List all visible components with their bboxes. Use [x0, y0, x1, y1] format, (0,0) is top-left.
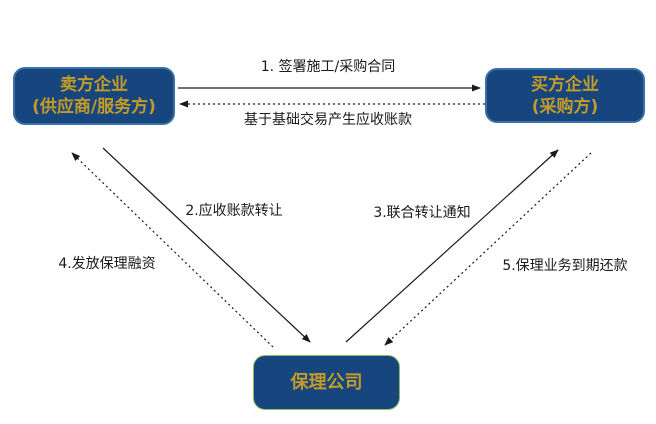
- factoring-company-node-line1: 保理公司: [290, 371, 363, 393]
- repayment-arrow-label: 5.保理业务到期还款: [502, 258, 628, 274]
- buyer-node: 买方企业 (采购方): [485, 68, 645, 123]
- repayment-arrow: [384, 152, 592, 346]
- transfer-arrow-label: 2.应收账款转让: [185, 203, 283, 219]
- buyer-node-line1: 买方企业: [531, 74, 599, 95]
- notice-arrow: [345, 149, 559, 343]
- seller-node-line1: 卖方企业: [60, 75, 128, 95]
- seller-node: 卖方企业 (供应商/服务方): [13, 67, 175, 125]
- financing-arrow-label: 4.发放保理融资: [58, 256, 156, 272]
- financing-arrow: [71, 152, 274, 348]
- buyer-node-line2: (采购方): [531, 96, 599, 117]
- factoring-company-node: 保理公司: [253, 355, 400, 410]
- receivable-arrow-label: 基于基础交易产生应收账款: [244, 112, 412, 128]
- notice-arrow-label: 3.联合转让通知: [373, 205, 471, 221]
- seller-node-line2: (供应商/服务方): [32, 97, 156, 117]
- contract-arrow-label: 1. 签署施工/采购合同: [260, 59, 396, 75]
- transfer-arrow: [102, 147, 311, 343]
